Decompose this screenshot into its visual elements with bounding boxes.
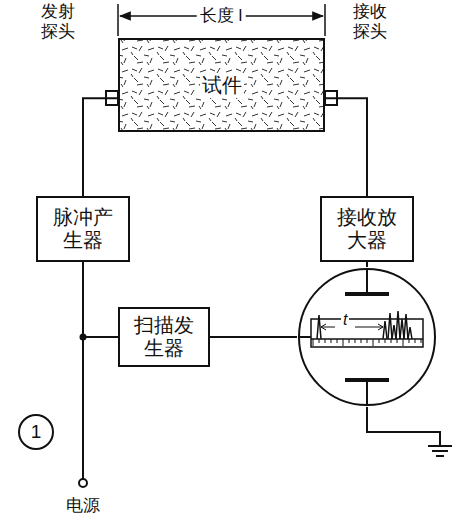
- part-label: 电源: [63, 496, 103, 516]
- box-label: 扫描发生器: [131, 313, 197, 361]
- supply-wire: [82, 337, 84, 479]
- signal-wire: [325, 98, 367, 196]
- ground-wire: [367, 407, 440, 446]
- signal-wire: [366, 262, 368, 267]
- part-label: 发射探头: [36, 2, 79, 41]
- crt-screen: t: [297, 267, 437, 407]
- process-box: 试件: [118, 38, 325, 132]
- time-label: t: [341, 311, 349, 329]
- dimension-tick: [117, 4, 119, 36]
- process-box: 扫描发生器: [118, 307, 210, 367]
- process-box: 脉冲产生器: [36, 196, 130, 262]
- crt-outline: [297, 267, 437, 407]
- figure-number-ring: [19, 415, 53, 449]
- supply-terminal: [79, 479, 87, 487]
- signal-wire: [210, 336, 297, 338]
- dimension-tick: [324, 4, 326, 36]
- signal-wire: [83, 262, 118, 337]
- box-label: 接收放大器: [334, 205, 400, 253]
- specimen-texture: [120, 40, 323, 130]
- dimension-label: 长度 l: [197, 6, 246, 26]
- ground-symbol: [428, 446, 452, 456]
- process-box: 接收放大器: [320, 196, 414, 262]
- part-label: 接收探头: [348, 2, 391, 41]
- box-label: 试件: [200, 73, 244, 98]
- figure-number: 1: [28, 421, 45, 443]
- signal-wire: [83, 98, 118, 196]
- box-label: 脉冲产生器: [50, 205, 116, 253]
